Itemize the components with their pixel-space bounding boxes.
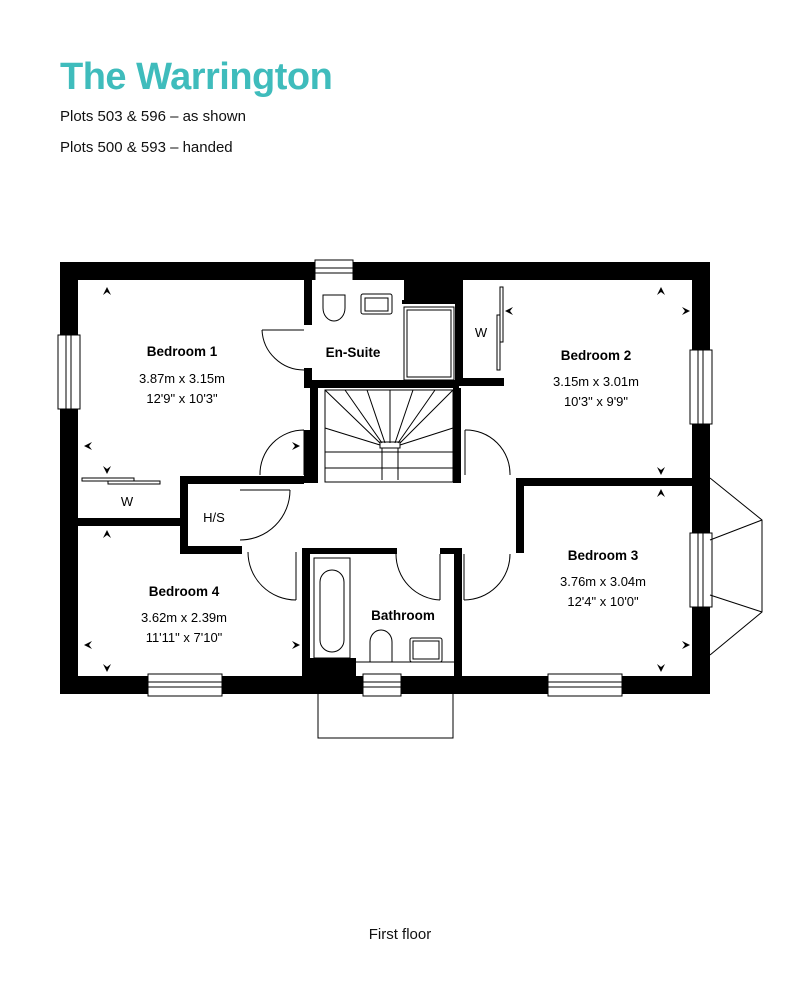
windows xyxy=(57,259,713,697)
development-title: The Warrington xyxy=(60,56,333,98)
plots-handed: Plots 500 & 593 – handed xyxy=(60,139,233,156)
wardrobe-doors xyxy=(81,286,504,485)
bathroom-name: Bathroom xyxy=(371,608,435,623)
wardrobe1-label: W xyxy=(121,494,134,509)
staircase xyxy=(324,389,454,483)
bedroom2-metric: 3.15m x 3.01m xyxy=(553,374,639,389)
dimension-arrows xyxy=(84,287,690,672)
bedroom1-imperial: 12'9" x 10'3" xyxy=(146,391,218,406)
bedroom4-imperial: 11'11" x 7'10" xyxy=(146,630,223,645)
ensuite-fixtures xyxy=(312,280,455,381)
bedroom1-metric: 3.87m x 3.15m xyxy=(139,371,225,386)
bedroom3-metric: 3.76m x 3.04m xyxy=(560,574,646,589)
bedroom3-name: Bedroom 3 xyxy=(568,548,639,563)
bedroom4-name: Bedroom 4 xyxy=(149,584,220,599)
bedroom1-name: Bedroom 1 xyxy=(147,344,218,359)
bedroom2-name: Bedroom 2 xyxy=(561,348,632,363)
ensuite-name: En-Suite xyxy=(326,345,381,360)
bedroom4-metric: 3.62m x 2.39m xyxy=(141,610,227,625)
bedroom2-imperial: 10'3" x 9'9" xyxy=(564,394,628,409)
floor-caption: First floor xyxy=(368,926,432,943)
bedroom3-imperial: 12'4" x 10'0" xyxy=(567,594,639,609)
doors xyxy=(239,329,511,601)
internal-walls xyxy=(78,280,692,678)
hot-store-label: H/S xyxy=(203,510,225,525)
bay-outline xyxy=(317,477,763,739)
bathroom-fixtures xyxy=(313,557,454,663)
wardrobe2-label: W xyxy=(475,325,488,340)
plots-as-shown: Plots 503 & 596 – as shown xyxy=(60,108,246,125)
